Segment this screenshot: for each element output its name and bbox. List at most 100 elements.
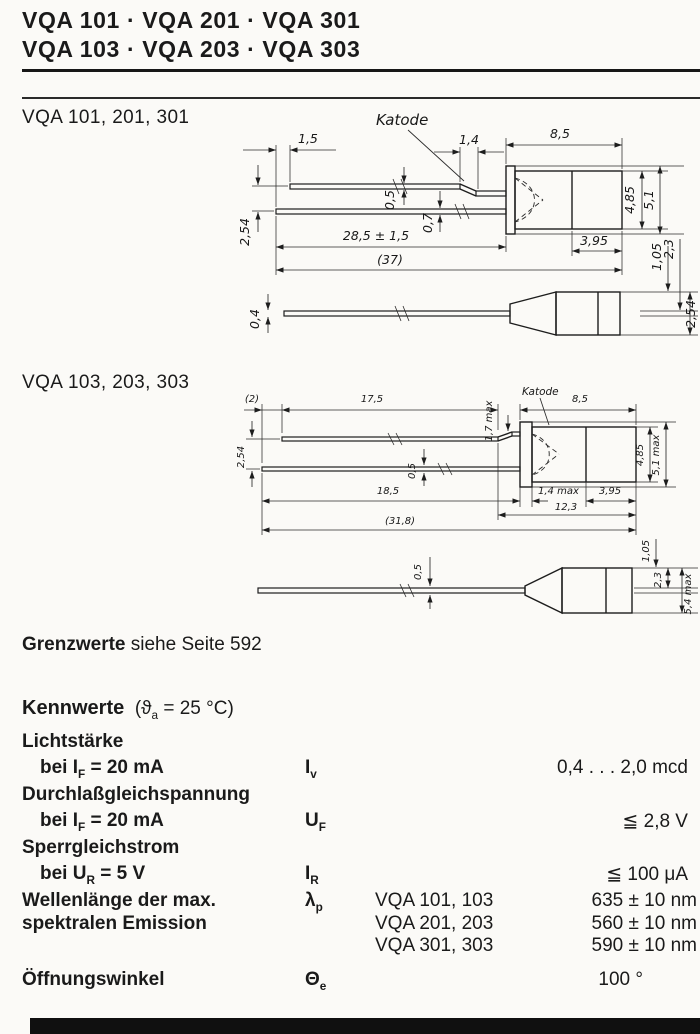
char-value: 100 °	[598, 969, 643, 990]
dim-h1: 1,05	[649, 243, 664, 271]
cond-sub: F	[78, 820, 86, 834]
section-title-vqa101: VQA 101, 201, 301	[22, 107, 190, 128]
char-row: bei UR = 5 V IR ≦ 100 μA	[22, 863, 700, 887]
sym-base: λ	[305, 890, 316, 911]
cond-sub: a	[151, 708, 159, 722]
dim-lead-thickness-2: 0,5	[407, 463, 418, 479]
led-cone	[509, 291, 557, 336]
cond-post: = 5 V	[94, 863, 146, 884]
title-line-1: VQA 101 · VQA 201 · VQA 301	[22, 7, 361, 33]
dim-lead-pitch-2: 2,54	[236, 446, 247, 468]
char-value: ≦ 2,8 V	[622, 811, 688, 832]
char-symbol-lambda: λp	[305, 890, 323, 914]
dim-h2-2: 2,3	[653, 572, 664, 588]
dimension-lines-2	[244, 397, 698, 614]
char-row: spektralen Emission VQA 201, 203 560 ± 1…	[22, 913, 700, 937]
char-variant-value: 590 ± 10 nm	[591, 935, 698, 956]
dim-tip-offset-2: (2)	[245, 394, 259, 405]
char-variant-value: 560 ± 10 nm	[591, 913, 698, 934]
char-variant-value: 635 ± 10 nm	[591, 890, 698, 911]
sym-sub: R	[310, 873, 319, 887]
katode-leader-2	[539, 397, 550, 426]
dim-h3: 2,54	[683, 300, 698, 328]
led-flange	[505, 165, 516, 235]
char-row: bei IF = 20 mA UF ≦ 2,8 V	[22, 810, 700, 834]
char-label-lichtstaerke: Lichtstärke	[22, 731, 124, 752]
dim-upper-lead-thickness: 0,5	[382, 190, 397, 210]
led-top-view-2	[257, 566, 633, 615]
char-condition: bei UR = 5 V	[40, 863, 145, 887]
sym-sub: F	[318, 820, 326, 834]
char-symbol-uf: UF	[305, 810, 326, 834]
dim-front-length: 3,95	[580, 233, 608, 248]
char-row: VQA 301, 303 590 ± 10 nm	[22, 935, 700, 959]
page-title: VQA 101 · VQA 201 · VQA 301 VQA 103 · VQ…	[22, 6, 360, 64]
section-title-vqa103: VQA 103, 203, 303	[22, 372, 190, 393]
dim-flange-2: 1,4 max	[538, 486, 579, 497]
cond-pre: bei U	[40, 863, 87, 884]
technical-drawing-vqa103: Katode (2) 17,5 1,7 max 8,5 2,54 0,5 18,…	[236, 387, 698, 615]
header-rule-thick	[22, 69, 700, 72]
grenzwerte-rest: siehe Seite 592	[125, 634, 262, 655]
cond-pre: (ϑ	[134, 698, 152, 719]
dim-flat-lead-thickness: 0,4	[247, 309, 262, 329]
dim-flange-diameter: 5,1	[641, 190, 656, 210]
char-row: Öffnungswinkel Θe 100 °	[22, 969, 700, 993]
led-flange-2	[519, 421, 533, 488]
char-label-wellenlaenge-1: Wellenlänge der max.	[22, 890, 216, 911]
char-label-sperrstrom: Sperrgleichstrom	[22, 837, 180, 858]
char-condition: bei IF = 20 mA	[40, 810, 164, 834]
char-row: Wellenlänge der max. λp VQA 101, 103 635…	[22, 890, 700, 914]
dim-body-length-2: 8,5	[572, 394, 588, 405]
reflector-dashed	[514, 177, 535, 223]
char-label-durchlass: Durchlaßgleichspannung	[22, 784, 251, 805]
led-top-view	[283, 291, 621, 336]
dim-h3-2: 5,4 max	[683, 573, 694, 614]
cond-sub: R	[86, 873, 95, 887]
led-side-view-2	[261, 421, 637, 488]
char-value: 0,4 . . . 2,0 mcd	[557, 757, 688, 778]
technical-drawing-vqa101: Katode 1,5 1,4 8,5 0,5 0,7 2,54 28,5 ± 1…	[237, 111, 698, 336]
dim-inner-length-2: 12,3	[555, 502, 577, 513]
dim-body-diameter: 4,85	[622, 186, 637, 214]
dim-lead-pitch: 2,54	[237, 218, 252, 246]
char-symbol-ir: IR	[305, 863, 319, 887]
title-line-2: VQA 103 · VQA 203 · VQA 303	[22, 36, 361, 62]
cond-pre: bei I	[40, 810, 79, 831]
char-variant-name: VQA 101, 103	[375, 890, 494, 911]
char-condition: bei IF = 20 mA	[40, 757, 164, 781]
reflector-dashed-2	[531, 433, 550, 476]
led-cylinder-2	[561, 567, 633, 614]
sym-sub: e	[319, 979, 327, 993]
dim-body-length: 8,5	[550, 126, 570, 141]
char-row: Sperrgleichstrom	[22, 837, 700, 861]
dim-upper-lead-length-2: 17,5	[361, 394, 383, 405]
dim-kink-2: 1,7 max	[484, 400, 495, 441]
katode-label: Katode	[376, 111, 428, 129]
char-variant-name: VQA 201, 203	[375, 913, 494, 934]
cond-pre: bei I	[40, 757, 79, 778]
sym-base: Θ	[305, 969, 320, 990]
led-body-2	[531, 426, 637, 483]
kennwerte-lead: Kennwerte	[22, 697, 125, 719]
dim-kink: 1,4	[459, 132, 479, 147]
cond-sub: F	[78, 767, 86, 781]
led-side-view	[275, 165, 623, 235]
dim-front-length-2: 3,95	[599, 486, 621, 497]
kennwerte-condition: (ϑa = 25 °C)	[130, 698, 234, 722]
cond-post: = 20 mA	[85, 810, 164, 831]
cond-post: = 20 mA	[85, 757, 164, 778]
sym-base: U	[305, 810, 319, 831]
char-row: bei IF = 20 mA Iv 0,4 . . . 2,0 mcd	[22, 757, 700, 781]
katode-leader	[407, 129, 465, 182]
char-symbol-theta: Θe	[305, 969, 326, 993]
header-rule-thin	[22, 97, 700, 99]
dim-overall-length-2: (31,8)	[385, 516, 415, 527]
grenzwerte-note: Grenzwerte siehe Seite 592	[22, 634, 262, 656]
char-label-wellenlaenge-2: spektralen Emission	[22, 913, 207, 934]
char-variant-name: VQA 301, 303	[375, 935, 494, 956]
char-row: Durchlaßgleichspannung	[22, 784, 700, 808]
sym-sub: v	[310, 767, 317, 781]
dim-lower-lead-thickness: 0,7	[420, 213, 435, 233]
